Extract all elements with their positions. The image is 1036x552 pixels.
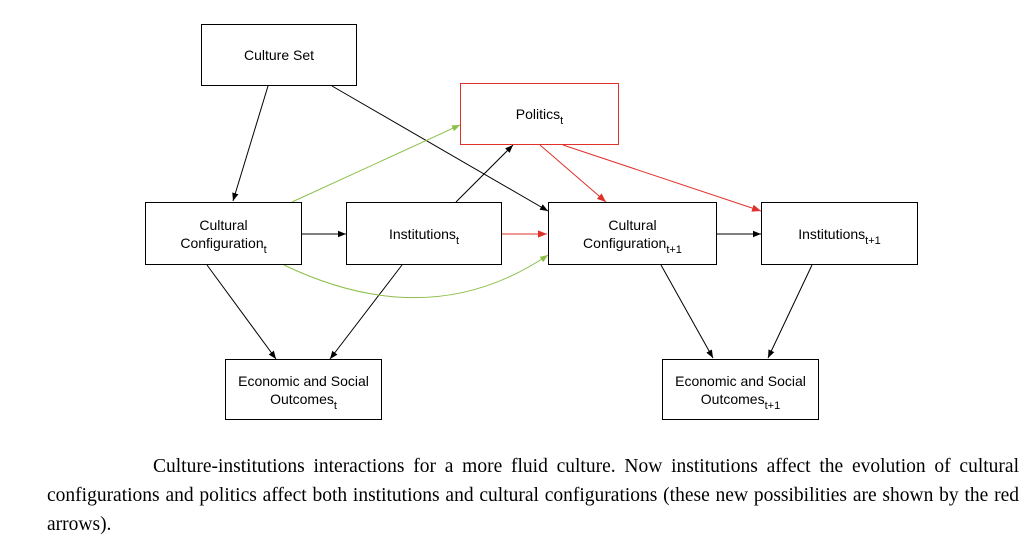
node-culture-set: Culture Set [201,24,357,86]
node-culture-set-label: Culture Set [243,47,315,63]
edge-culturalconfig-t-to-outcomes-t [206,264,277,360]
figure-caption-text: Culture-institutions interactions for a … [47,456,1019,535]
node-institutions-t1-subscript: t+1 [865,234,881,247]
edge-politics-to-culturalconfig-t1 [539,144,607,203]
node-institutions-t1: Institutionst+1 [761,202,918,265]
edge-institutions-t-to-politics [455,144,514,203]
edge-cultureset-to-culturalconfig-t [232,85,269,202]
edge-institutions-t-to-outcomes-t [329,264,403,360]
node-cultural-configuration-t1-line1: Cultural [608,216,657,233]
node-cultural-configuration-t-line2: Configuration [180,234,264,251]
edge-cultureset-to-culturalconfig-t1 [331,85,549,212]
node-institutions-t1-label: Institutions [798,225,866,242]
edge-institutions-t1-to-outcomes-t1 [767,264,813,359]
node-cultural-configuration-t-line1: Cultural [199,216,248,233]
node-outcomes-t1-line1: Economic and Social [675,372,806,389]
node-outcomes-t-subscript: t [333,399,337,412]
node-outcomes-t-line1: Economic and Social [238,372,369,389]
node-outcomes-t1-line2: Outcomes [700,390,765,407]
edge-culturalconfig-t1-to-outcomes-t1 [660,264,714,359]
figure-caption: Culture-institutions interactions for a … [47,452,1019,539]
node-politics-label: Politics [515,106,561,122]
node-institutions-t-subscript: t [455,234,459,247]
node-institutions-t-label: Institutions [389,225,456,242]
node-politics: Politicst [460,83,619,145]
node-cultural-configuration-t-subscript: t [263,243,267,256]
node-politics-subscript: t [560,115,564,127]
edge-politics-to-institutions-t1 [562,144,762,212]
node-cultural-configuration-t1-subscript: t+1 [666,243,682,256]
edge-culturalconfig-t-to-politics [291,124,461,203]
node-institutions-t: Institutionst [346,202,502,265]
node-outcomes-t-line2: Outcomes [270,390,334,407]
edge-culturalconfig-t-to-culturalconfig-t1 [283,254,549,299]
node-cultural-configuration-t1-line2: Configuration [583,234,667,251]
node-outcomes-t1-subscript: t+1 [764,399,781,412]
